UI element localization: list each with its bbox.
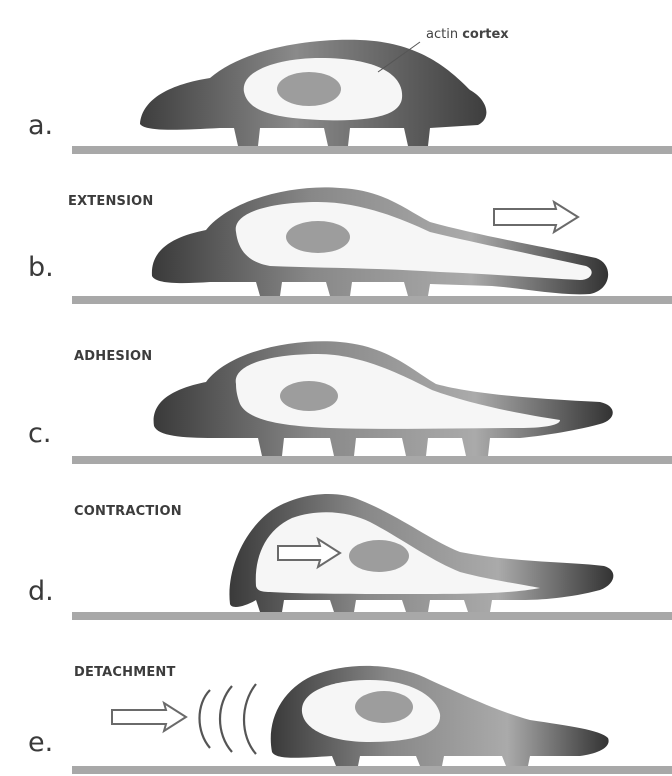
substrate-line bbox=[72, 146, 672, 154]
substrate-line bbox=[72, 766, 672, 774]
stage-title: EXTENSION bbox=[68, 194, 153, 209]
panel-letter: a. bbox=[28, 110, 53, 141]
nucleus bbox=[355, 691, 413, 723]
stage-title: CONTRACTION bbox=[74, 504, 182, 519]
motion-line-icon bbox=[200, 690, 211, 748]
substrate-line bbox=[72, 456, 672, 464]
motion-line-icon bbox=[244, 684, 256, 754]
panel-d: CONTRACTION d. bbox=[28, 494, 672, 620]
panel-letter: d. bbox=[28, 576, 54, 607]
panel-letter: b. bbox=[28, 252, 54, 283]
motion-line-icon bbox=[220, 686, 232, 752]
panel-letter: e. bbox=[28, 727, 53, 758]
panel-c: ADHESION c. bbox=[28, 341, 672, 464]
stage-title: DETACHMENT bbox=[74, 665, 176, 680]
actin-cortex-label: actin cortex bbox=[426, 27, 509, 42]
substrate-line bbox=[72, 296, 672, 304]
nucleus bbox=[280, 381, 338, 411]
nucleus bbox=[277, 72, 341, 106]
nucleus bbox=[349, 540, 409, 572]
panel-a: actin cortex a. bbox=[28, 27, 672, 154]
panel-e: DETACHMENT e. bbox=[28, 665, 672, 774]
substrate-line bbox=[72, 612, 672, 620]
nucleus bbox=[286, 221, 350, 253]
stage-title: ADHESION bbox=[74, 349, 152, 364]
detachment-arrow-icon bbox=[112, 703, 186, 731]
extension-arrow-icon bbox=[494, 202, 578, 232]
panel-letter: c. bbox=[28, 418, 51, 449]
panel-b: EXTENSION b. bbox=[28, 187, 672, 304]
